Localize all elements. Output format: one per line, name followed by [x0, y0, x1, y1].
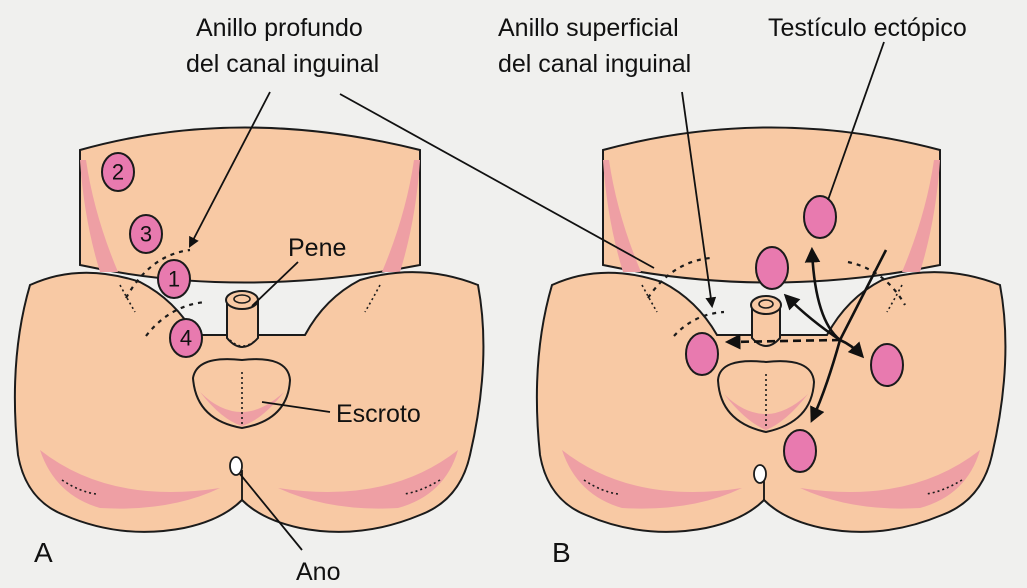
ectopic-testis-upper [804, 196, 836, 238]
position-1: 1 [158, 260, 190, 298]
superficial-ring-label-line1: Anillo superficial [498, 14, 679, 42]
deep-ring-label-line1: Anillo profundo [196, 14, 363, 42]
ectopic-testis-left [686, 333, 718, 375]
panel-a-label: A [34, 537, 53, 568]
arrow-to-upper-left [786, 296, 840, 340]
anus-b [754, 465, 766, 483]
penis-label: Pene [288, 234, 346, 262]
ectopic-testis-right [871, 344, 903, 386]
position-4-number: 4 [180, 326, 192, 351]
ectopic-testis-label: Testículo ectópico [768, 14, 967, 42]
penis-tip-a [226, 291, 258, 309]
anus-label: Ano [296, 558, 340, 586]
position-4: 4 [170, 319, 202, 357]
abdomen-a [80, 128, 420, 283]
position-3-number: 3 [140, 222, 152, 247]
superficial-ring-label-line2: del canal inguinal [498, 50, 691, 78]
position-3: 3 [130, 215, 162, 253]
deep-ring-label-line2: del canal inguinal [186, 50, 379, 78]
position-2: 2 [102, 153, 134, 191]
panel-a: 2 3 1 4 [15, 92, 484, 550]
panel-b-label: B [552, 537, 571, 568]
anus-a [230, 457, 242, 475]
penis-tip-b [751, 296, 781, 314]
ectopic-testis-upper-left [756, 247, 788, 289]
position-1-number: 1 [168, 267, 180, 292]
ectopic-testis-lower [784, 430, 816, 472]
position-2-number: 2 [112, 160, 124, 185]
scrotum-label: Escroto [336, 400, 421, 428]
